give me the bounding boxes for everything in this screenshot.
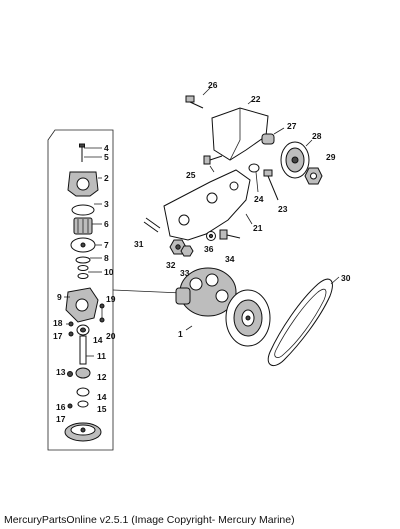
callout-30: 29	[326, 152, 336, 162]
callout-15: 15	[97, 404, 107, 414]
callout-18: 17	[53, 331, 63, 341]
callout-32: 31	[134, 239, 144, 249]
callout-4: 4	[104, 143, 109, 153]
callout-27: 26	[208, 80, 218, 90]
callout-25: 24	[254, 194, 264, 204]
part-bracket-23	[211, 98, 269, 161]
callout-16: 16	[56, 402, 66, 412]
part-bolt-35	[219, 229, 241, 240]
part-shaft	[79, 335, 94, 365]
callout-31: 30	[341, 273, 351, 283]
part-bearing-lower	[67, 387, 90, 409]
part-pump-cover	[67, 171, 102, 197]
callout-35: 34	[225, 254, 235, 264]
part-wear-plate	[70, 237, 102, 253]
callout-10: 10	[104, 267, 114, 277]
callout-29: 28	[312, 131, 322, 141]
callout-2: 2	[104, 173, 109, 183]
part-fittings-18-19	[66, 321, 74, 337]
part-callouts: 4 5 2 3 6 7 8 10 9 19 18 17 20 14 11 13 …	[53, 80, 351, 424]
copyright-caption: MercuryPartsOnline v2.5.1 (Image Copyrig…	[4, 514, 295, 526]
callout-36: 36	[204, 244, 214, 254]
callout-11: 11	[97, 351, 106, 361]
part-raw-water-pump	[175, 267, 271, 347]
part-stud-32	[143, 217, 161, 233]
part-gasket-ring	[71, 203, 102, 216]
part-impeller	[73, 217, 102, 235]
exploded-inset-frame	[47, 129, 183, 451]
part-washer-25	[248, 163, 260, 193]
callout-12: 12	[97, 372, 107, 382]
callout-6: 6	[104, 219, 109, 229]
part-washer-36	[206, 231, 216, 241]
part-bearing-12-13	[67, 367, 91, 379]
callout-33: 32	[166, 260, 176, 270]
callout-24: 23	[278, 204, 288, 214]
part-nut-30	[304, 167, 323, 185]
part-inset-pulley	[64, 422, 102, 442]
callout-21: 20	[106, 331, 116, 341]
callout-19: 18	[53, 318, 63, 328]
part-screw-4-5	[79, 143, 102, 162]
part-pump-body	[64, 287, 99, 323]
part-drive-belt	[267, 276, 340, 367]
callout-9: 9	[57, 292, 62, 302]
part-nuts-33-34	[169, 239, 194, 257]
part-bolt-26	[203, 155, 223, 173]
part-spacer-28	[261, 127, 285, 145]
part-seals	[77, 265, 102, 279]
callout-1: 1	[178, 329, 183, 339]
callout-20: 19	[106, 294, 116, 304]
callout-22: 21	[253, 223, 263, 233]
callout-7: 7	[104, 240, 109, 250]
callout-3: 3	[104, 199, 109, 209]
callout-26: 25	[186, 170, 196, 180]
part-idler-pulley	[280, 139, 313, 179]
callout-13: 13	[56, 367, 66, 377]
part-mount-bracket-22	[163, 169, 253, 241]
part-small-ring	[75, 256, 102, 264]
callout-28: 27	[287, 121, 297, 131]
callout-5: 5	[104, 152, 109, 162]
part-bearing-upper	[76, 324, 90, 336]
callout-34: 33	[180, 268, 190, 278]
part-fittings-20-21	[99, 303, 105, 323]
part-bolt-24	[263, 169, 279, 201]
callout-14-lower: 14	[97, 392, 107, 402]
callout-14-upper: 14	[93, 335, 103, 345]
callout-23: 22	[251, 94, 261, 104]
part-bolt-27	[185, 86, 212, 109]
callout-8: 8	[104, 253, 109, 263]
callout-17: 17	[56, 414, 66, 424]
